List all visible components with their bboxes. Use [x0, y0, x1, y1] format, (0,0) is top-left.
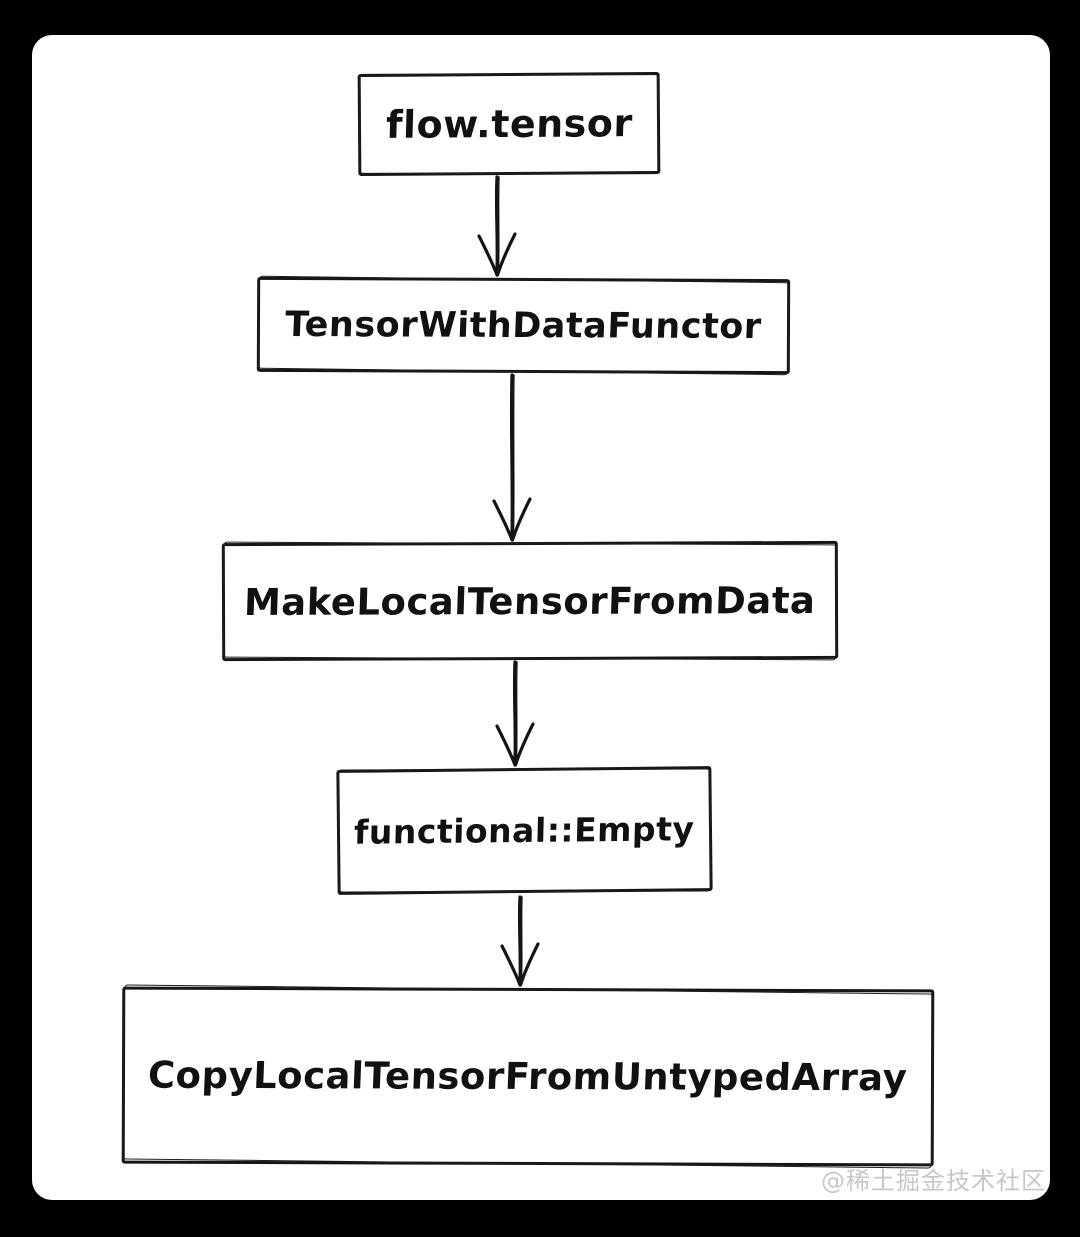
arrow-make-local-tensor-from-data-to-functional-empty: [495, 660, 535, 767]
arrow-functional-empty-to-copy-local-tensor-from-untyped-array: [500, 895, 540, 987]
node-copy-local-tensor-from-untyped-array-label: CopyLocalTensorFromUntypedArray: [147, 1053, 909, 1100]
node-flow-tensor-label: flow.tensor: [385, 101, 633, 147]
arrow-flow-tensor-to-tensor-with-data-functor: [477, 175, 517, 277]
node-make-local-tensor-from-data-label: MakeLocalTensorFromData: [243, 578, 817, 624]
arrow-tensor-with-data-functor-to-make-local-tensor-from-data: [492, 373, 532, 542]
node-tensor-with-data-functor: TensorWithDataFunctor: [256, 276, 791, 375]
node-make-local-tensor-from-data: MakeLocalTensorFromData: [221, 540, 839, 662]
node-functional-empty: functional::Empty: [336, 766, 713, 895]
node-flow-tensor: flow.tensor: [357, 71, 661, 177]
diagram-canvas: flow.tensor TensorWithDataFunctor MakeLo…: [32, 35, 1050, 1200]
node-copy-local-tensor-from-untyped-array: CopyLocalTensorFromUntypedArray: [121, 986, 935, 1167]
watermark: @稀土掘金技术社区: [821, 1167, 1046, 1195]
node-functional-empty-label: functional::Empty: [353, 809, 696, 852]
node-tensor-with-data-functor-label: TensorWithDataFunctor: [284, 304, 763, 347]
